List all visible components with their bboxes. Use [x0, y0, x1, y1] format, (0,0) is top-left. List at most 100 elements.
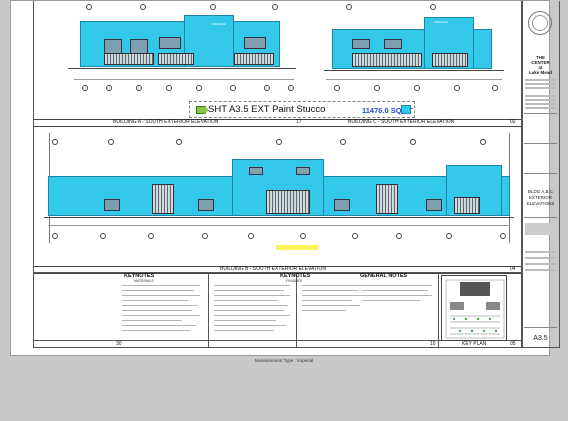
- building-b-storefront: [152, 184, 174, 214]
- note-line: [302, 290, 358, 291]
- note-line: [214, 330, 274, 331]
- note-line: [214, 295, 290, 296]
- info-line: [525, 263, 556, 265]
- building-b-storefront: [454, 197, 480, 214]
- elevation-title-bar: [34, 266, 522, 274]
- title-block-divider: [524, 173, 557, 174]
- note-line: [302, 285, 362, 286]
- general-notes-heading: GENERAL NOTES: [360, 273, 408, 279]
- note-line: [214, 325, 286, 326]
- dimension-line: [74, 79, 294, 80]
- grid-bubble: [176, 139, 182, 145]
- sheet-number: A3.5: [533, 335, 548, 342]
- building-a-signage: SIGNAGE: [212, 22, 226, 26]
- key-plan-title: KEY PLAN: [462, 341, 487, 347]
- note-line: [122, 290, 194, 291]
- grid-bubble: [480, 139, 486, 145]
- address-line: [525, 79, 556, 81]
- project-name-line2: CENTER: [531, 60, 550, 65]
- measurement-quantity: 11476.0 SQ FT: [362, 106, 413, 115]
- building-c-storefront: [352, 53, 422, 67]
- note-line: [214, 290, 284, 291]
- sheet-title-line3: ELEVATIONS: [526, 201, 555, 206]
- building-c-window: [384, 39, 402, 49]
- note-line: [214, 285, 290, 286]
- note-line: [214, 305, 288, 306]
- sheet-title-line1: BLDG A,B,C: [527, 189, 553, 194]
- grid-bubble: [166, 85, 172, 91]
- info-line: [525, 251, 556, 253]
- note-line: [214, 310, 284, 311]
- grid-bubble: [106, 85, 112, 91]
- building-a-storefront: [104, 53, 154, 65]
- note-line: [214, 315, 290, 316]
- info-line: [525, 99, 556, 101]
- drawing-sheet: SIGNAGE SIGNAGE: [10, 0, 560, 356]
- building-b-title: BUILDING B - SOUTH EXTERIOR ELEVATION: [220, 266, 326, 272]
- title-block-divider: [524, 113, 557, 114]
- grid-bubble: [136, 85, 142, 91]
- note-line: [122, 320, 182, 321]
- grid-bubble: [454, 85, 460, 91]
- grid-bubble: [410, 139, 416, 145]
- info-line: [525, 257, 556, 259]
- note-line: [122, 305, 198, 306]
- building-b-window: [104, 199, 120, 211]
- grid-bubble: [264, 85, 270, 91]
- note-line: [362, 295, 432, 296]
- measurement-color-swatch[interactable]: [401, 105, 411, 114]
- building-a-detail-number: 17: [296, 119, 302, 125]
- note-line: [122, 325, 196, 326]
- stamp-area: [525, 223, 556, 235]
- keynotes-finishes-subheading: FINISHES: [286, 279, 303, 283]
- info-line: [525, 95, 556, 97]
- grade-line: [68, 68, 296, 69]
- elevation-title-bar: [34, 119, 522, 127]
- title-block: THE CENTER at Lake Mead BLDG A,B,C EXTER…: [521, 1, 560, 348]
- grid-bubble: [52, 139, 58, 145]
- note-line: [214, 320, 276, 321]
- building-a-window: [159, 37, 181, 49]
- grid-bubble: [276, 139, 282, 145]
- dimension-line: [326, 79, 502, 80]
- building-b-window: [198, 199, 214, 211]
- building-c-storefront: [432, 53, 468, 67]
- address-line: [525, 87, 556, 89]
- measurement-name: SHT A3.5 EXT Paint Stucco: [208, 104, 326, 115]
- grid-bubble: [334, 85, 340, 91]
- note-line: [302, 300, 352, 301]
- grid-bubble: [202, 233, 208, 239]
- panel-divider: [438, 272, 439, 347]
- note-line: [214, 300, 278, 301]
- building-b-window: [249, 167, 263, 175]
- grid-bubble: [52, 233, 58, 239]
- building-b-window: [426, 199, 442, 211]
- building-c-detail-number: 02: [510, 119, 516, 125]
- grid-bubble: [500, 233, 506, 239]
- building-b-window: [296, 167, 310, 175]
- grid-bubble: [108, 139, 114, 145]
- title-block-divider: [524, 143, 557, 144]
- measurement-callout[interactable]: SHT A3.5 EXT Paint Stucco 11476.0 SQ FT: [189, 101, 415, 118]
- building-b-storefront: [376, 184, 398, 214]
- grid-bubble: [248, 233, 254, 239]
- building-c-title: BUILDING C - SOUTH EXTERIOR ELEVATION: [348, 119, 455, 125]
- grade-line: [44, 217, 514, 218]
- title-block-divider: [524, 327, 557, 328]
- grid-bubble: [374, 85, 380, 91]
- note-line: [122, 285, 200, 286]
- sheet-title-line2: EXTERIOR: [528, 195, 552, 200]
- grid-bubble: [82, 85, 88, 91]
- project-name-line4: Lake Mead: [528, 70, 552, 75]
- panel-divider: [296, 272, 297, 347]
- key-plan-drawing: [445, 279, 505, 339]
- building-b-detail-number: 04: [510, 266, 516, 272]
- arrow-tag-icon: [196, 106, 209, 114]
- note-line: [122, 315, 200, 316]
- building-b-storefront: [266, 190, 310, 214]
- note-line: [302, 305, 360, 306]
- key-plan-detail-number: 05: [510, 341, 516, 347]
- drawing-frame: SIGNAGE SIGNAGE: [33, 1, 523, 348]
- keynotes-finishes-heading: KEYNOTES: [280, 273, 311, 279]
- grade-line: [324, 70, 504, 71]
